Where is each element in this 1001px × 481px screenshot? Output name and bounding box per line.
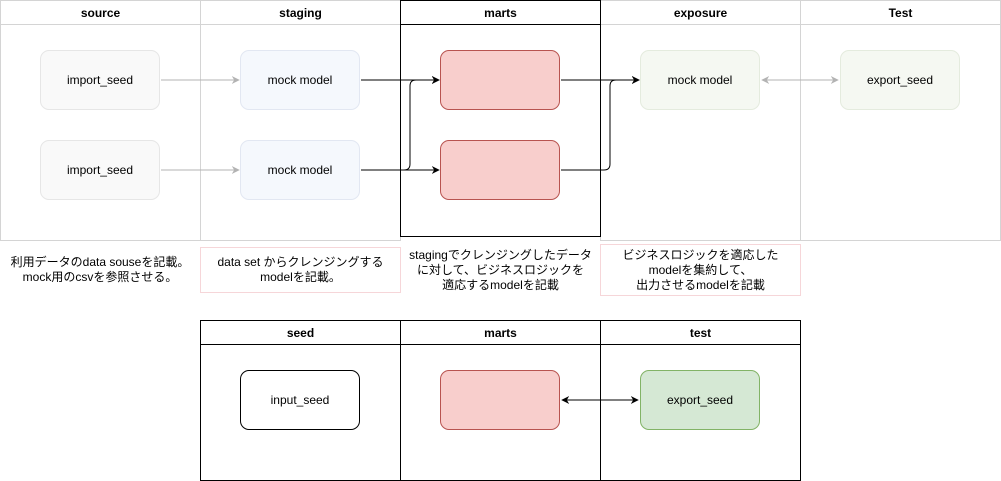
staging-model-node-2[interactable]: mock model: [240, 140, 360, 200]
lane-source: source: [0, 0, 201, 241]
exposure-note: ビジネスロジックを適応した modelを集約して、 出力させるmodelを記載: [600, 244, 801, 296]
mart-model-node-2[interactable]: [440, 140, 560, 200]
staging-model-node-1[interactable]: mock model: [240, 50, 360, 110]
source-note: 利用データのdata souseを記載。 mock用のcsvを参照させる。: [10, 255, 190, 284]
import-seed-node-2[interactable]: import_seed: [40, 140, 160, 200]
import-seed-node-1[interactable]: import_seed: [40, 50, 160, 110]
bottom-export-seed-node[interactable]: export_seed: [640, 370, 760, 430]
lane-bottom-marts-header: marts: [401, 321, 600, 345]
lane-source-header: source: [1, 1, 200, 25]
export-seed-node[interactable]: export_seed: [840, 50, 960, 110]
marts-note: stagingでクレンジングしたデータ に対して、ビジネスロジックを 適応するm…: [409, 247, 592, 292]
lane-marts-header: marts: [401, 1, 600, 25]
lane-exposure-header: exposure: [601, 1, 800, 25]
lane-exposure: exposure: [600, 0, 801, 241]
lane-bottom-test-header: test: [601, 321, 800, 345]
bottom-mart-node[interactable]: [440, 370, 560, 430]
lane-staging: staging: [200, 0, 401, 241]
staging-note: data set からクレンジングする modelを記載。: [200, 247, 401, 293]
mart-model-node-1[interactable]: [440, 50, 560, 110]
input-seed-node[interactable]: input_seed: [240, 370, 360, 430]
lane-test-header: Test: [801, 1, 1000, 25]
lane-seed-header: seed: [201, 321, 400, 345]
lane-test: Test: [800, 0, 1001, 241]
lane-marts: marts: [400, 0, 601, 237]
lane-staging-header: staging: [201, 1, 400, 25]
exposure-model-node[interactable]: mock model: [640, 50, 760, 110]
